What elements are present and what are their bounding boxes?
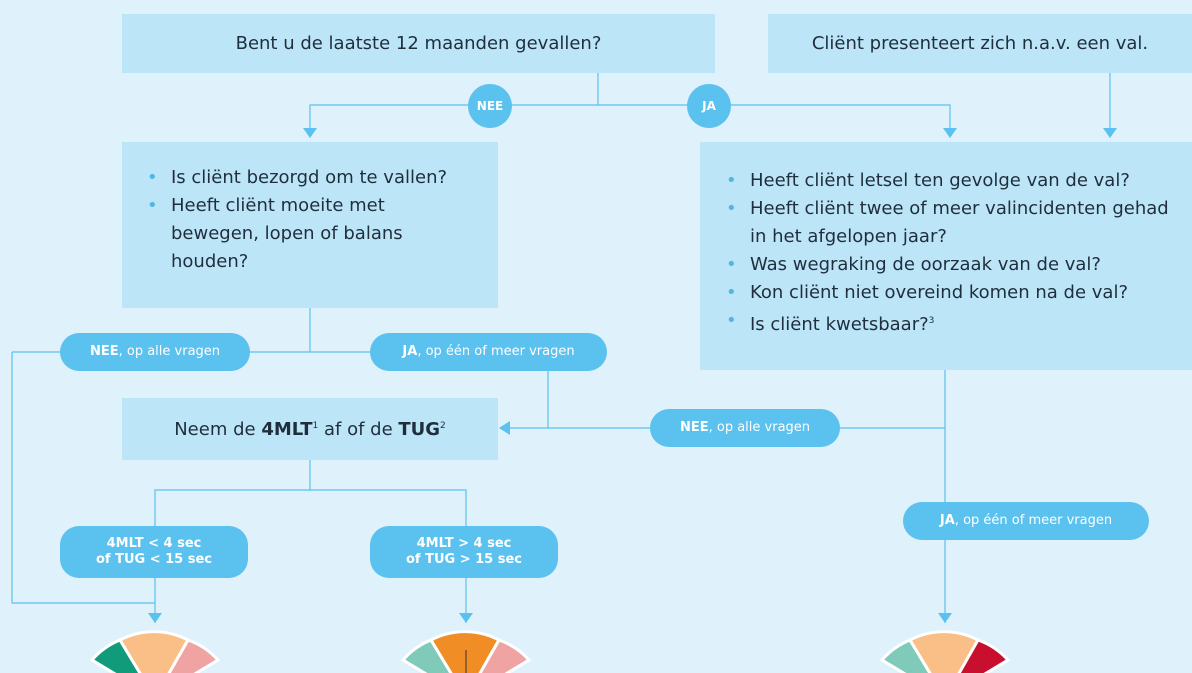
question-fallen-text: Bent u de laatste 12 maanden gevallen?: [235, 33, 602, 54]
pill-rest: , op één of meer vragen: [954, 513, 1113, 528]
arrow-down-left: [303, 128, 317, 138]
cond-line: 4MLT > 4 sec: [416, 536, 512, 551]
left-questions-list: Is cliënt bezorgd om te vallen? Heeft cl…: [147, 164, 468, 276]
right-questions-box: Heeft cliënt letsel ten gevolge van de v…: [700, 142, 1192, 370]
pill-nee-all-right: NEE, op alle vragen: [650, 409, 840, 447]
right-question-text: Is cliënt kwetsbaar?: [750, 314, 929, 335]
right-question: Was wegraking de oorzaak van de val?: [726, 251, 1182, 279]
cond-line: of TUG > 15 sec: [405, 552, 523, 567]
arrow-down-gauge-low: [148, 613, 162, 623]
right-question: Heeft cliënt letsel ten gevolge van de v…: [726, 167, 1182, 195]
ja-circle: JA: [687, 84, 731, 128]
pill-rest: , op alle vragen: [118, 344, 221, 359]
arrow-down-gauge-high: [938, 613, 952, 623]
arrow-down-gauge-mid: [459, 613, 473, 623]
test-text: Neem de 4MLT1 af of de TUG2: [174, 418, 446, 440]
arrow-down-right: [943, 128, 957, 138]
left-questions-box: Is cliënt bezorgd om te vallen? Heeft cl…: [122, 142, 498, 308]
gauge-low-risk: [89, 630, 221, 673]
pill-bold: NEE: [679, 420, 709, 435]
pill-bold: JA: [402, 344, 418, 359]
pill-rest: , op één of meer vragen: [417, 344, 575, 359]
gauge-medium-risk: [400, 630, 532, 673]
arrow-left-test: [499, 421, 510, 435]
ja-circle-label: JA: [702, 99, 716, 113]
client-presents-text: Cliënt presenteert zich n.a.v. een val.: [811, 33, 1149, 54]
gauge-high-risk: [879, 630, 1011, 673]
pill-bold: JA: [939, 513, 955, 528]
pill-ja-one-left: JA, op één of meer vragen: [370, 333, 607, 371]
pill-bold: NEE: [89, 344, 119, 359]
right-questions-list: Heeft cliënt letsel ten gevolge van de v…: [726, 167, 1182, 339]
question-fallen-box: Bent u de laatste 12 maanden gevallen?: [122, 14, 715, 73]
arrow-down-client: [1103, 128, 1117, 138]
pill-rest: , op alle vragen: [708, 420, 811, 435]
footnote-ref: 3: [928, 316, 935, 326]
nee-circle-label: NEE: [476, 99, 504, 113]
test-box: Neem de 4MLT1 af of de TUG2: [122, 398, 498, 460]
client-presents-box: Cliënt presenteert zich n.a.v. een val.: [768, 14, 1192, 73]
pill-nee-all-left: NEE, op alle vragen: [60, 333, 250, 371]
nee-circle: NEE: [468, 84, 512, 128]
left-question: Is cliënt bezorgd om te vallen?: [147, 164, 468, 192]
right-question: Kon cliënt niet overeind komen na de val…: [726, 279, 1182, 307]
cond-line: of TUG < 15 sec: [95, 552, 213, 567]
left-question: Heeft cliënt moeite met bewegen, lopen o…: [147, 192, 468, 276]
right-question-last: Is cliënt kwetsbaar?3: [726, 307, 1182, 339]
cond-line: 4MLT < 4 sec: [106, 536, 202, 551]
pill-ja-one-right: JA, op één of meer vragen: [903, 502, 1149, 540]
right-question: Heeft cliënt twee of meer valincidenten …: [726, 195, 1182, 251]
